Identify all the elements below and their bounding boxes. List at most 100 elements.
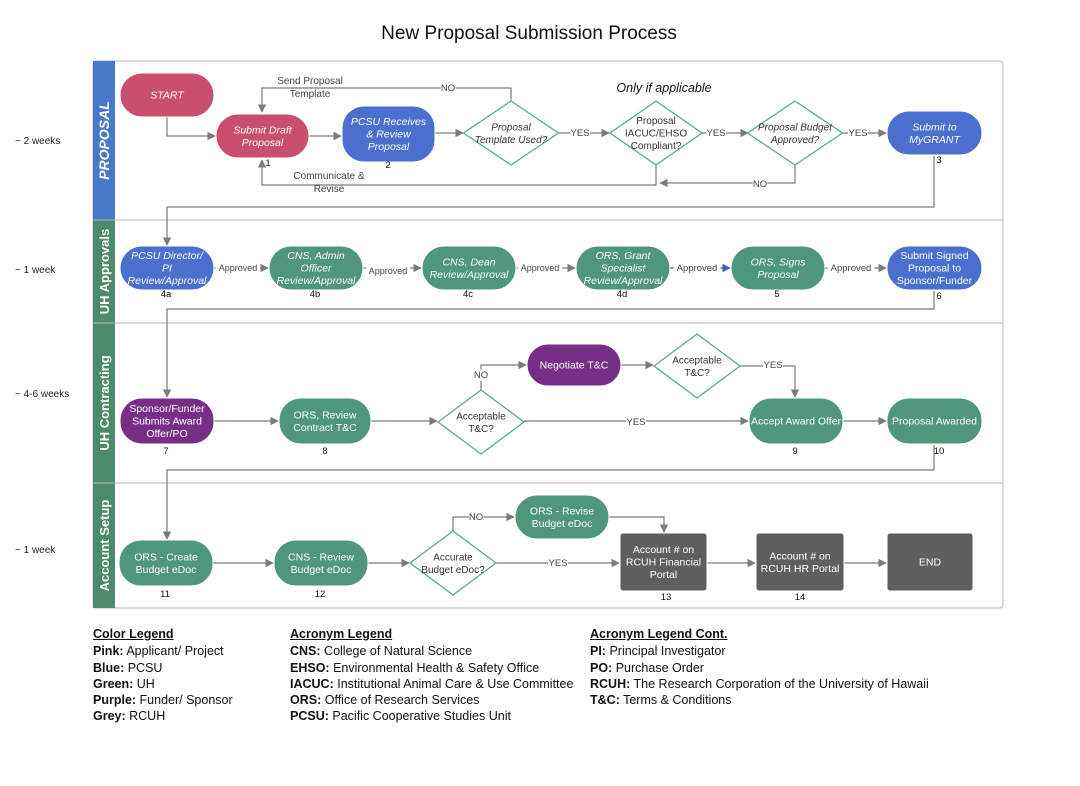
cns-admin-node: [268, 245, 364, 291]
legend-row: PI: Principal Investigator: [590, 643, 929, 659]
flow-label-approved: Approved: [521, 263, 560, 273]
accept-award-step-number: 9: [792, 446, 797, 457]
submit-draft-step-number: 1: [265, 158, 270, 169]
start-node: [119, 72, 215, 118]
ors-review-contract-node: [278, 397, 372, 445]
lane-title-account-setup: Account Setup: [97, 500, 112, 592]
annotation-only-if-applicable: Only if applicable: [616, 81, 711, 95]
lane-header-proposal: [93, 61, 115, 220]
accept-award-node: [748, 397, 844, 445]
flow-label-yes-bg: [706, 127, 726, 139]
edge-template-no: [257, 87, 512, 113]
flow-label-yes-bg: [548, 557, 568, 569]
pcsu-director-node: [119, 245, 215, 291]
rcuh-financial-label: Portal: [650, 569, 677, 581]
lane-header-uh-approvals: [93, 220, 115, 323]
lane-duration-uh-contracting: ~ 4-6 weeks: [15, 389, 69, 400]
legend-row: Pink: Applicant/ Project: [93, 643, 233, 659]
edge-accurate-no: [452, 512, 515, 531]
legend-key: Green:: [93, 676, 134, 691]
flow-label-communicate: Communicate &: [293, 171, 364, 182]
ors-revise-label: Budget eDoc: [532, 518, 593, 530]
legend-row: Purple: Funder/ Sponsor: [93, 692, 233, 708]
ors-grant-label: ORS, Grant: [596, 250, 652, 262]
flow-label-approved-bg: [365, 266, 411, 277]
legend-value: Purchase Order: [612, 660, 704, 675]
template-used-label: Template Used?: [475, 135, 548, 146]
legend-key: Grey:: [93, 709, 126, 724]
flow-label-yes: YES: [706, 128, 725, 139]
legend-key: Pink:: [93, 644, 124, 659]
template-used-label: Proposal: [491, 122, 531, 133]
cns-admin-label: Review/Approval: [277, 275, 356, 287]
legend-value: Funder/ Sponsor: [136, 693, 233, 708]
legend-value: PCSU: [124, 660, 163, 675]
legend-value: Pacific Cooperative Studies Unit: [328, 709, 511, 724]
legend-key: EHSO:: [290, 660, 330, 675]
cns-review-budget-label: CNS - Review: [288, 551, 354, 563]
proposal-awarded-step-number: 10: [934, 446, 945, 457]
ors-create-node: [118, 539, 214, 587]
flow-label-approved-bg: [215, 263, 261, 274]
acceptable2-label: T&C?: [684, 368, 710, 379]
cns-admin-label: Officer: [301, 263, 332, 275]
flow-label-yes: YES: [570, 128, 589, 139]
ors-create-label: ORS - Create: [134, 551, 198, 563]
sponsor-submits-step-number: 7: [163, 446, 168, 457]
accurate-budget-label: Accurate: [433, 552, 473, 563]
budget-approved-label: Proposal Budget: [758, 122, 833, 133]
legend-value: Terms & Conditions: [619, 693, 732, 708]
ors-grant-label: Specialist: [601, 263, 647, 275]
lane-title-uh-contracting: UH Contracting: [97, 355, 112, 450]
acronym-legend-cont: Acronym Legend Cont.PI: Principal Invest…: [590, 626, 929, 708]
legend-key: ORS:: [290, 693, 322, 708]
flow-label-yes: YES: [763, 360, 782, 371]
legend-value: RCUH: [125, 709, 166, 724]
legend-row: Grey: RCUH: [93, 708, 233, 724]
flow-label-yes-bg: [570, 127, 590, 139]
lane-duration-account-setup: ~ 1 week: [15, 545, 56, 556]
accept-award-label: Accept Award Offer: [751, 416, 842, 428]
ors-signs-label: ORS, Signs: [751, 256, 807, 268]
pcsu-director-label: PCSU Director/: [131, 250, 204, 262]
end-label: END: [919, 557, 942, 569]
legend-key: IACUC:: [290, 676, 334, 691]
submit-draft-label: Submit Draft: [233, 124, 292, 136]
pcsu-receives-node: [341, 105, 436, 163]
edge-budget-no: [659, 165, 796, 188]
acceptable1-decision: [436, 389, 526, 455]
cns-review-budget-step-number: 12: [315, 589, 326, 600]
legend-row: PCSU: Pacific Cooperative Studies Unit: [290, 708, 573, 724]
submit-signed-step-number: 6: [936, 291, 941, 302]
cns-admin-step-number: 4b: [310, 289, 321, 300]
legend-value: College of Natural Science: [320, 644, 473, 659]
legend-row: PO: Purchase Order: [590, 660, 929, 676]
flow-label-no: NO: [474, 370, 488, 381]
budget-approved-decision: [746, 100, 844, 166]
legend-row: T&C: Terms & Conditions: [590, 692, 929, 708]
sponsor-submits-label: Sponsor/Funder: [129, 403, 205, 415]
flow-label-no-bg: [468, 511, 484, 523]
cns-admin-label: CNS, Admin: [287, 250, 345, 262]
flow-label-no-bg: [752, 178, 768, 190]
pcsu-director-step-number: 4a: [161, 289, 172, 300]
legend-heading: Color Legend: [93, 627, 174, 641]
acceptable2-decision: [652, 333, 742, 399]
mygrant-label: Submit to: [912, 121, 957, 133]
mygrant-step-number: 3: [936, 155, 941, 166]
acceptable2-label: Acceptable: [672, 355, 722, 366]
start-label: START: [150, 90, 185, 102]
edge-10-to-11: [162, 445, 935, 540]
flow-label-approved: Approved: [677, 263, 718, 274]
edge-acceptable2-yes: [740, 365, 800, 398]
pcsu-director-label: PI: [162, 263, 172, 275]
rcuh-hr-label: Account # on: [769, 550, 830, 562]
ors-signs-node: [730, 245, 826, 291]
diagram-title: New Proposal Submission Process: [381, 23, 677, 44]
accurate-budget-label: Budget eDoc?: [421, 565, 485, 576]
flow-label-approved-bg: [517, 263, 563, 274]
legend-value: Office of Research Services: [321, 693, 480, 708]
iacuc-label: IACUC/EHSO: [625, 129, 687, 140]
